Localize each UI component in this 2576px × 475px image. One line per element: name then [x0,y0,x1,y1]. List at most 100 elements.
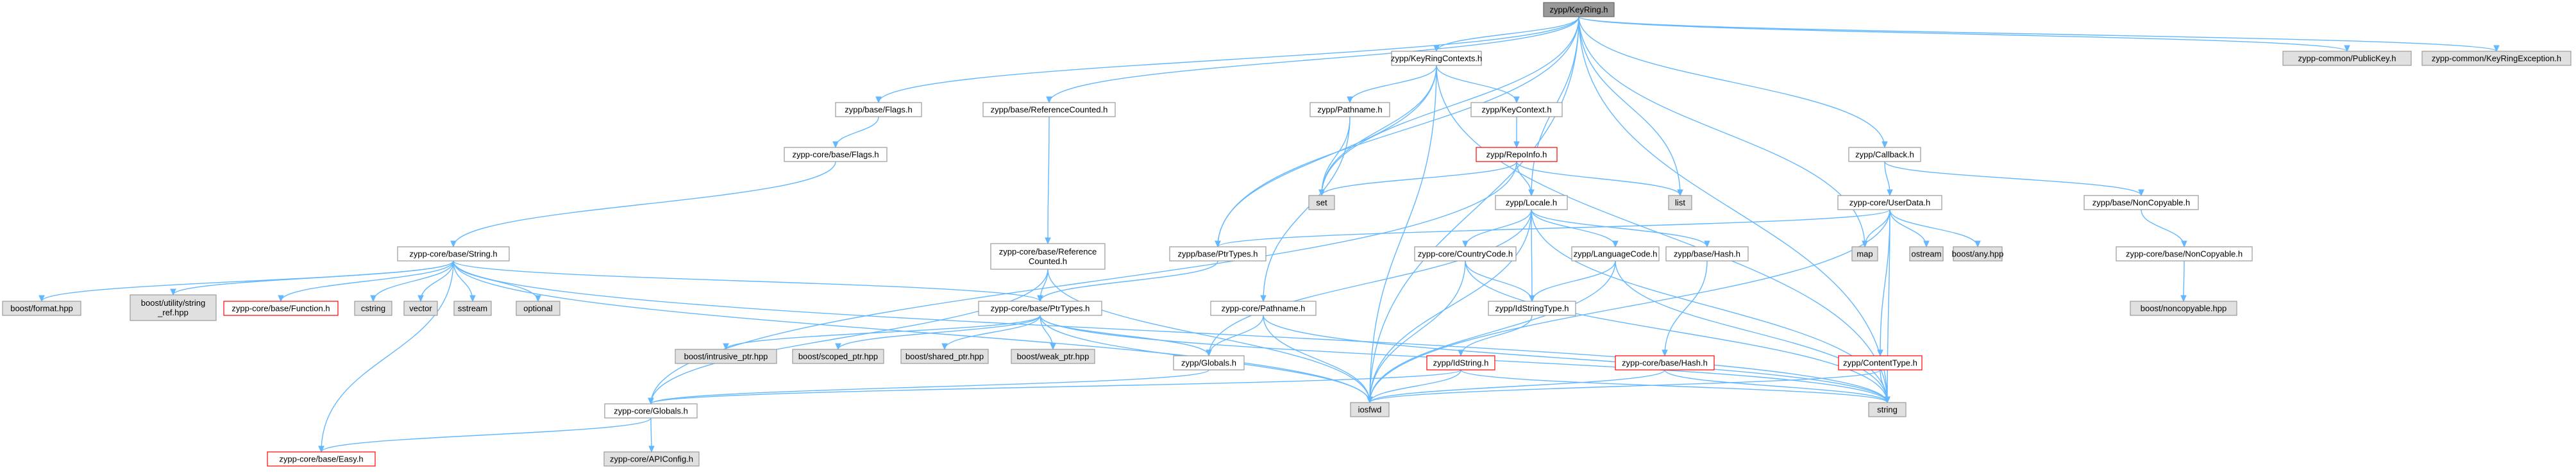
node-label: zypp/base/NonCopyable.h [2092,198,2191,208]
node-box [1838,355,1923,371]
edge-corestring-to-coreptrtypes [453,260,1041,302]
node-corepathname[interactable]: zypp-core/Pathname.h [1210,301,1317,316]
arrowhead-keyring-to-keyringexc [2493,45,2500,53]
node-boostformat: boost/format.hpp [2,301,81,316]
arrowhead-coreptrtypes-to-boostintrusive [723,343,729,351]
node-userdata[interactable]: zypp-core/UserData.h [1837,195,1942,210]
node-box [403,301,438,316]
edge-coreflags-to-corestring [453,161,836,247]
node-pathname[interactable]: zypp/Pathname.h [1309,102,1390,117]
node-box [900,349,989,364]
node-label: zypp-core/base/Reference [999,247,1097,256]
node-box [1414,246,1517,262]
edge-userdata-to-baseptrtypes [1217,209,1890,247]
node-box [978,301,1102,316]
arrowhead-baseflags-to-coreflags [832,141,839,149]
arrowhead-corestring-to-optional [535,295,541,303]
edge-corepathname-to-globals [1208,315,1264,356]
node-keyringctx[interactable]: zypp/KeyRingContexts.h [1391,51,1482,66]
node-label: zypp-core/base/NonCopyable.h [2126,249,2243,259]
node-coreglobals[interactable]: zypp-core/Globals.h [604,403,698,419]
node-corefunction[interactable]: zypp-core/base/Function.h [223,301,339,316]
node-box [1848,147,1921,162]
node-box [990,243,1106,270]
node-locale[interactable]: zypp/Locale.h [1495,195,1568,210]
edge-countrycode-to-iosfwd [1369,260,1466,403]
arrowhead-keyring-to-baserefcnt [1046,96,1052,104]
node-boostweak: boost/weak_ptr.hpp [1011,349,1095,364]
node-globals[interactable]: zypp/Globals.h [1173,355,1245,371]
node-callback[interactable]: zypp/Callback.h [1848,147,1921,162]
arrowhead-corestring-to-sstream [469,295,476,303]
arrowhead-userdata-to-ostream [1923,240,1930,248]
node-box [1476,147,1558,162]
arrowhead-keyringctx-to-keycontext [1513,96,1520,104]
node-label: zypp/base/PtrTypes.h [1177,249,1258,259]
node-label: optional [523,304,553,313]
node-box [784,147,888,162]
node-keyring[interactable]: zypp/KeyRing.h [1543,2,1615,17]
node-idstring[interactable]: zypp/IdString.h [1426,355,1495,371]
arrowhead-repoinfo-to-locale [1528,189,1535,197]
arrowhead-coreglobals-to-apiconfig [648,446,655,453]
node-box [1488,301,1576,316]
edge-idstring-to-iosfwd [1369,369,1461,403]
edge-baseptrtypes-to-coreptrtypes [1040,260,1218,302]
nodes-layer: zypp/KeyRing.h zypp/KeyRingContexts.h zypp… [2,2,2572,467]
node-idstringtype[interactable]: zypp/IdStringType.h [1488,301,1576,316]
edge-basenoncopy-to-corenoncopy [2141,209,2185,247]
edge-basehash-to-corebasehash [1664,260,1708,356]
edge-corepathname-to-string [1263,315,1888,403]
node-baserefcnt[interactable]: zypp/base/ReferenceCounted.h [982,102,1116,117]
edge-corepathname-to-iosfwd [1263,315,1370,403]
node-box [1868,402,1907,417]
node-basenoncopy[interactable]: zypp/base/NonCopyable.h [2084,195,2199,210]
node-baseptrtypes[interactable]: zypp/base/PtrTypes.h [1169,246,1267,262]
edge-corerefcnt-to-coreglobals [650,269,1048,404]
node-langcode[interactable]: zypp/LanguageCode.h [1571,246,1660,262]
edge-contenttype-to-iosfwd [1369,369,1881,403]
edge-keyringctx-to-string [1436,65,1888,403]
node-box [982,102,1116,117]
node-label: zypp/KeyRing.h [1549,5,1608,15]
arrowhead-langcode-to-idstringtype [1529,295,1535,303]
node-box [1210,301,1317,316]
node-corestring[interactable]: zypp-core/base/String.h [397,246,510,262]
node-repoinfo[interactable]: zypp/RepoInfo.h [1476,147,1558,162]
node-label: iosfwd [1358,405,1382,415]
edge-baserefcnt-to-corerefcnt [1047,116,1050,244]
node-coreptrtypes[interactable]: zypp-core/base/PtrTypes.h [978,301,1102,316]
node-label: boost/weak_ptr.hpp [1017,352,1090,362]
node-keycontext[interactable]: zypp/KeyContext.h [1470,102,1563,117]
node-corebasehash[interactable]: zypp-core/base/Hash.h [1615,355,1715,371]
node-keyringexc: zypp-common/KeyRingException.h [2421,51,2572,66]
edge-countrycode-to-idstringtype [1465,260,1533,302]
arrowhead-baserefcnt-to-corerefcnt [1045,237,1051,245]
arrowhead-locale-to-basehash [1704,240,1710,248]
node-corerefcnt[interactable]: zypp-core/base/ReferenceCounted.h [990,243,1106,270]
node-coreflags[interactable]: zypp-core/base/Flags.h [784,147,888,162]
node-corenoncopy[interactable]: zypp-core/base/NonCopyable.h [2116,246,2253,262]
node-box [223,301,339,316]
node-box [1668,195,1692,210]
edge-corestring-to-boostformat [41,260,454,302]
edge-keyring-to-baseflags [878,16,1579,103]
node-label: zypp-core/Globals.h [614,406,688,416]
node-contenttype[interactable]: zypp/ContentType.h [1838,355,1923,371]
node-box [2,301,81,316]
node-label: boost/any.hpp [1952,249,2004,259]
node-box [2084,195,2199,210]
node-publickey: zypp-common/PublicKey.h [2282,51,2412,66]
edge-keyring-to-map [1578,16,1865,247]
edge-langcode-to-idstringtype [1531,260,1616,302]
arrowhead-coreglobals-to-coreeasy [318,446,324,453]
edge-corestring-to-iosfwd [453,260,1370,403]
arrowhead-callback-to-basenoncopy [2138,189,2144,197]
node-coreeasy[interactable]: zypp-core/base/Easy.h [267,451,376,467]
edge-repoinfo-to-set [1321,161,1517,196]
node-basehash[interactable]: zypp/base/Hash.h [1665,246,1749,262]
node-countrycode[interactable]: zypp-core/CountryCode.h [1414,246,1517,262]
node-box [453,301,492,316]
node-baseflags[interactable]: zypp/base/Flags.h [835,102,922,117]
